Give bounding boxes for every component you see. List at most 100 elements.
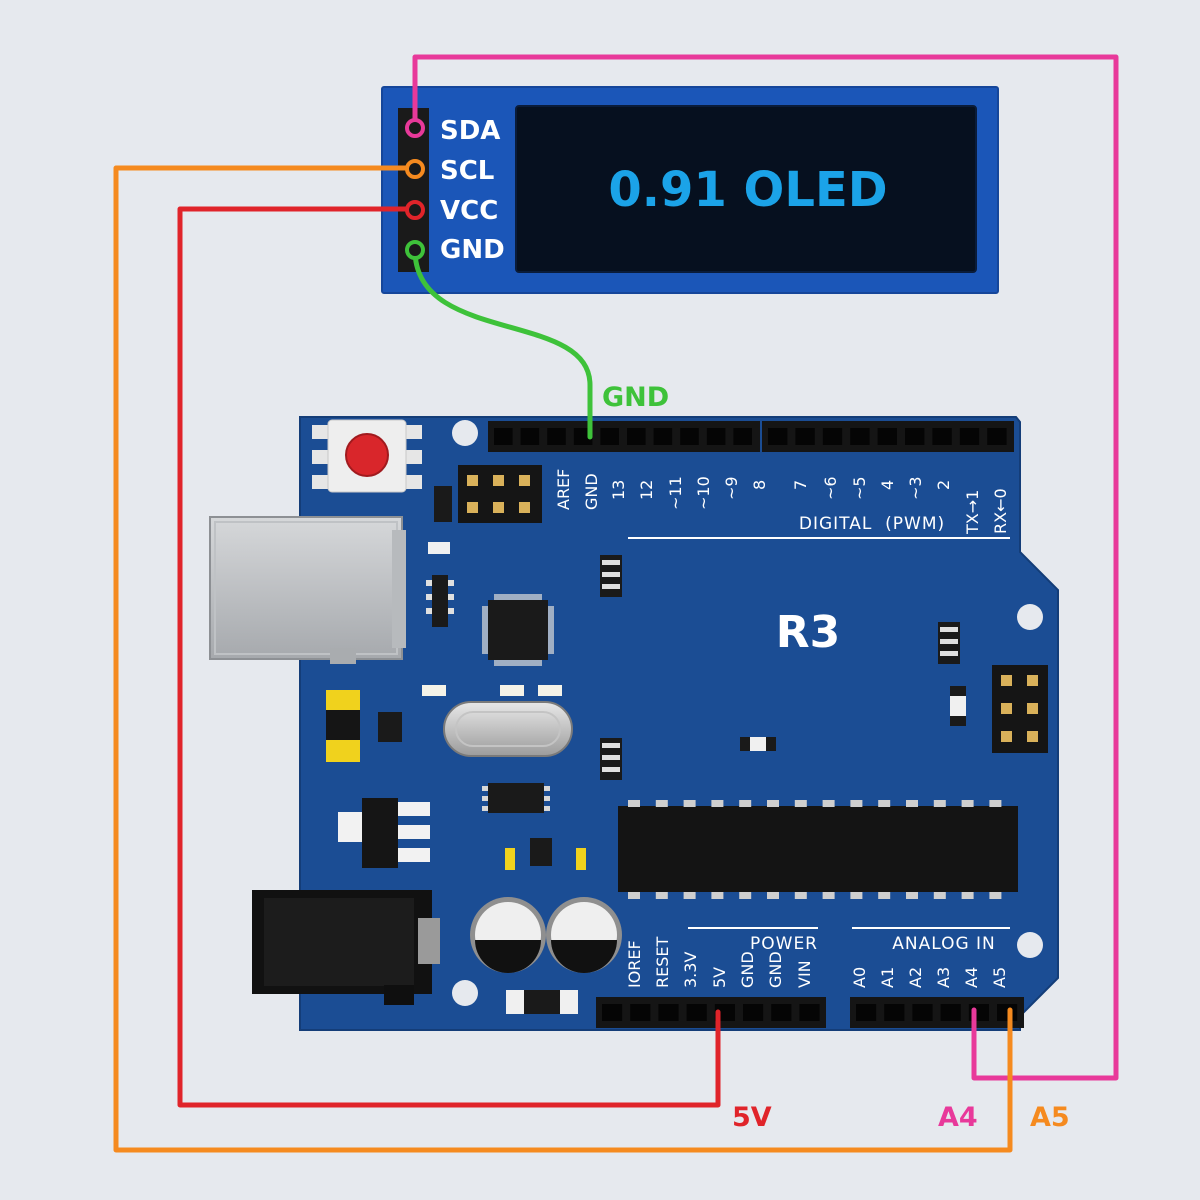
digital-pin-label: ~9 xyxy=(722,476,741,500)
reset-button[interactable] xyxy=(312,419,422,493)
chip-pin xyxy=(933,892,946,899)
digital-pin-label: 8 xyxy=(750,480,769,490)
header-socket[interactable] xyxy=(877,428,897,445)
oled-pins xyxy=(405,118,425,260)
wire-label-a5: A5 xyxy=(1030,1102,1070,1133)
led xyxy=(500,685,524,696)
header-socket[interactable] xyxy=(602,1004,623,1021)
chip-pin xyxy=(711,800,724,807)
chip-pin xyxy=(850,800,863,807)
chip-pin xyxy=(711,892,724,899)
header-socket[interactable] xyxy=(600,428,619,445)
digital-pin-label: ~11 xyxy=(666,476,685,510)
header-socket[interactable] xyxy=(884,1004,905,1021)
mount-hole xyxy=(452,980,478,1006)
header-socket[interactable] xyxy=(940,1004,961,1021)
smd-part xyxy=(576,848,586,870)
header-socket[interactable] xyxy=(743,1004,764,1021)
header-socket[interactable] xyxy=(680,428,699,445)
header-socket[interactable] xyxy=(905,428,925,445)
analog-pin-label: A4 xyxy=(962,967,981,988)
wire-label-gnd: GND xyxy=(602,382,669,413)
power-pin-label: GND xyxy=(738,951,757,988)
chip-pin xyxy=(794,800,807,807)
led xyxy=(422,685,446,696)
header-socket[interactable] xyxy=(795,428,815,445)
header-socket[interactable] xyxy=(932,428,952,445)
power-pin-label: IOREF xyxy=(625,940,644,988)
smd-part xyxy=(428,542,450,554)
header-socket[interactable] xyxy=(547,428,566,445)
header-socket[interactable] xyxy=(686,1004,707,1021)
header-socket[interactable] xyxy=(987,428,1007,445)
oled-pin-sda[interactable] xyxy=(405,118,425,138)
header-socket[interactable] xyxy=(653,428,673,445)
header-socket[interactable] xyxy=(959,428,980,445)
digital-pin-label: 4 xyxy=(878,480,897,490)
header-socket[interactable] xyxy=(850,428,870,445)
chip-pin xyxy=(822,892,835,899)
board-name: R3 xyxy=(776,607,841,658)
resistor-array xyxy=(600,738,622,780)
oled-pin-label-vcc: VCC xyxy=(440,196,498,226)
chip-pin xyxy=(628,892,640,899)
chip-pin xyxy=(683,892,696,899)
header-socket[interactable] xyxy=(630,1004,651,1021)
wires xyxy=(113,54,1119,1153)
oled-screen xyxy=(515,105,977,273)
wire-scl-a5 xyxy=(113,165,1013,1153)
power-header xyxy=(596,997,826,1028)
chip-pin xyxy=(767,800,779,807)
icsp-header-top xyxy=(458,465,542,523)
chip-pin xyxy=(822,800,835,807)
header-socket[interactable] xyxy=(733,428,752,445)
chip-pin xyxy=(989,892,1002,899)
header-socket[interactable] xyxy=(771,1004,792,1021)
digital-pin-label: RX←0 xyxy=(991,488,1010,534)
arduino-board: R3 DIGITAL (PWM) POWER ANALOG IN AREF GN… xyxy=(209,416,1059,1031)
chip-pin xyxy=(683,800,696,807)
icsp-header-right xyxy=(992,665,1048,753)
chip-pin xyxy=(878,892,891,899)
header-socket[interactable] xyxy=(494,428,513,445)
wire-sda-a4 xyxy=(412,54,1119,1081)
analog-pin-label: A2 xyxy=(906,967,925,988)
header-socket[interactable] xyxy=(627,428,646,445)
digital-pin-label: AREF xyxy=(554,469,573,510)
oled-pin-scl[interactable] xyxy=(405,159,425,179)
digital-pin-label: 7 xyxy=(791,480,810,490)
usb-b-port xyxy=(209,516,406,664)
wire-gnd-gnd xyxy=(412,247,593,440)
oled-pin-label-scl: SCL xyxy=(440,156,494,186)
led xyxy=(538,685,562,696)
header-socket[interactable] xyxy=(997,1004,1018,1021)
capacitor xyxy=(470,897,546,973)
header-socket[interactable] xyxy=(658,1004,679,1021)
header-socket[interactable] xyxy=(520,428,540,445)
header-socket[interactable] xyxy=(799,1004,820,1021)
analog-pin-label: A1 xyxy=(878,967,897,988)
polyfuse xyxy=(326,690,360,762)
power-section-label: POWER xyxy=(750,934,818,954)
chip-pin xyxy=(933,800,946,807)
mount-hole xyxy=(1017,932,1043,958)
analog-section-label: ANALOG IN xyxy=(892,934,996,954)
chip-pin xyxy=(961,892,974,899)
digital-section-label: DIGITAL (PWM) xyxy=(799,514,945,534)
oled-pin-vcc[interactable] xyxy=(405,200,425,220)
usb-controller-chip xyxy=(482,594,554,666)
chip-pin xyxy=(739,800,752,807)
chip-pin xyxy=(906,800,918,807)
analog-header xyxy=(850,997,1024,1028)
mount-hole xyxy=(1017,604,1043,630)
chip-pin xyxy=(906,892,918,899)
oled-pin-gnd[interactable] xyxy=(405,240,425,260)
chip-pin xyxy=(850,892,863,899)
header-socket[interactable] xyxy=(856,1004,877,1021)
transistor xyxy=(378,712,402,742)
header-socket[interactable] xyxy=(822,428,843,445)
header-socket[interactable] xyxy=(912,1004,933,1021)
header-socket[interactable] xyxy=(768,428,788,445)
digital-pin-label: GND xyxy=(582,473,601,510)
header-socket[interactable] xyxy=(706,428,726,445)
